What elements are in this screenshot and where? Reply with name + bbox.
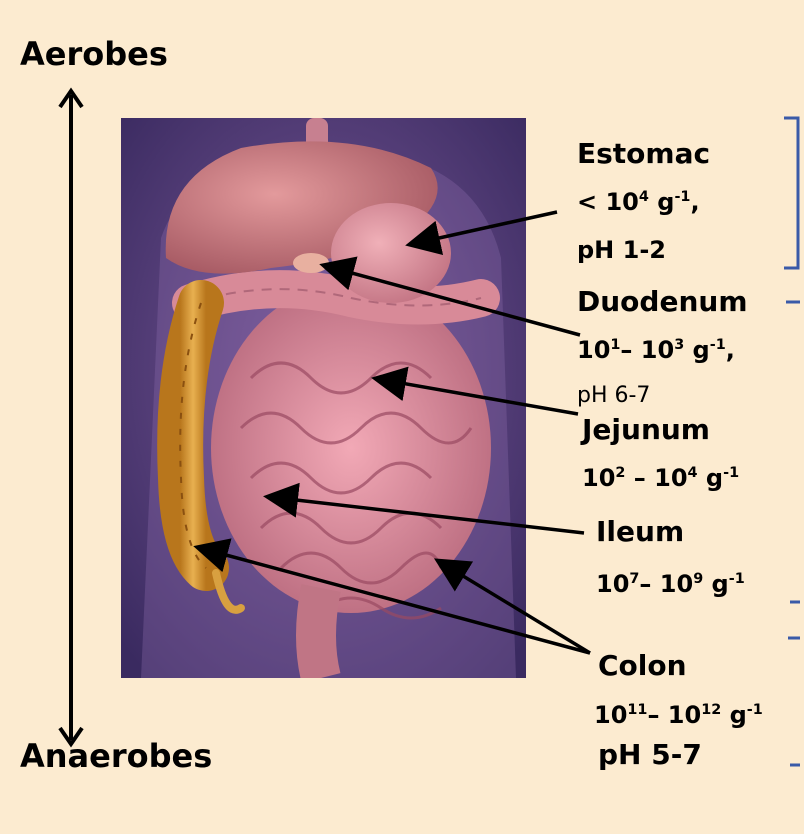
estomac-count: < 104 g-1, [577,190,700,214]
colon-count: 1011– 1012 g-1 [594,703,763,727]
duodenum-ph: pH 6-7 [577,385,650,407]
colon-ph: pH 5-7 [598,741,702,769]
colon-name: Colon [598,652,687,680]
estomac-ph: pH 1-2 [577,238,666,262]
ileum-name: Ileum [596,518,684,546]
estomac-name: Estomac [577,140,710,168]
right-bracket-marks [780,110,804,770]
duodenum-name: Duodenum [577,288,748,316]
ileum-count: 107– 109 g-1 [596,572,745,596]
jejunum-name: Jejunum [582,416,710,444]
duodenum-count: 101– 103 g-1, [577,338,735,362]
jejunum-count: 102 – 104 g-1 [582,466,739,490]
